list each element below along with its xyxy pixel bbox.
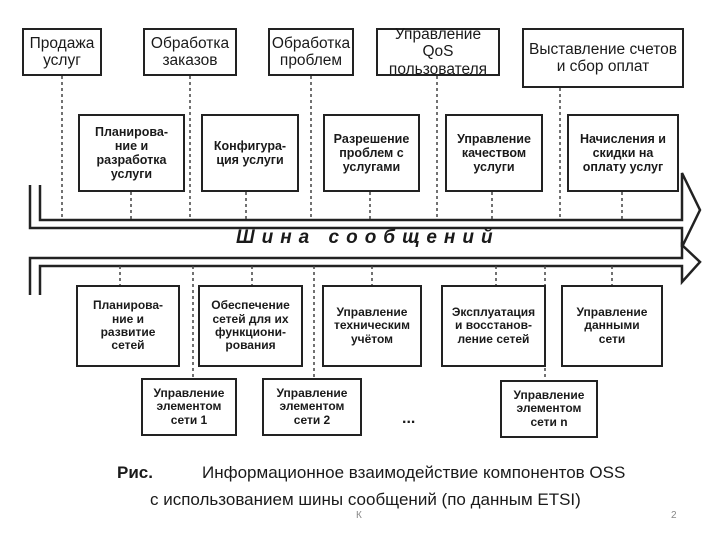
caption-line-1: Информационное взаимодействие компоненто… [202,463,626,482]
caption-prefix: Рис. [117,463,153,482]
element-box-1: Управление элементом сети 1 [141,378,237,436]
footer-left-text: К [356,510,362,521]
mid-box-service-configuration: Конфигура- ция услуги [201,114,299,192]
top-box-order-handling: Обработка заказов [143,28,237,76]
bus-upper-arrow [28,172,702,248]
top-box-qos-management: Управление QoS пользователя [376,26,500,78]
bus-lower-arrow [28,242,702,295]
element-box-n: Управление элементом сети n [500,380,598,438]
element-ellipsis: ... [402,410,416,427]
bottom-box-network-planning: Планирова- ние и развитие сетей [76,285,180,367]
mid-box-service-problem-resolution: Разрешение проблем с услугами [323,114,420,192]
bottom-box-network-data-management: Управление данными сети [561,285,663,367]
mid-box-rating-discounting: Начисления и скидки на оплату услуг [567,114,679,192]
top-box-sales: Продажа услуг [22,28,102,76]
top-connectors [61,76,561,220]
bottom-connectors [119,266,613,285]
element-box-2: Управление элементом сети 2 [262,378,362,436]
mid-connectors [130,192,623,220]
mid-box-service-quality-management: Управление качеством услуги [445,114,543,192]
mid-box-service-planning: Планирова- ние и разработка услуги [78,114,185,192]
bottom-box-inventory-management: Управление техническим учётом [322,285,422,367]
top-box-problem-handling: Обработка проблем [268,28,354,76]
bottom-box-network-provisioning: Обеспечение сетей для их функциони- рова… [198,285,303,367]
top-box-billing: Выставление счетов и сбор оплат [522,28,684,88]
caption-line-2: с использованием шины сообщений (по данн… [150,490,581,509]
message-bus-label: Шина сообщений [236,227,500,248]
bottom-box-network-maintenance: Эксплуатация и восстанов- ление сетей [441,285,546,367]
page-number: 2 [671,510,677,521]
